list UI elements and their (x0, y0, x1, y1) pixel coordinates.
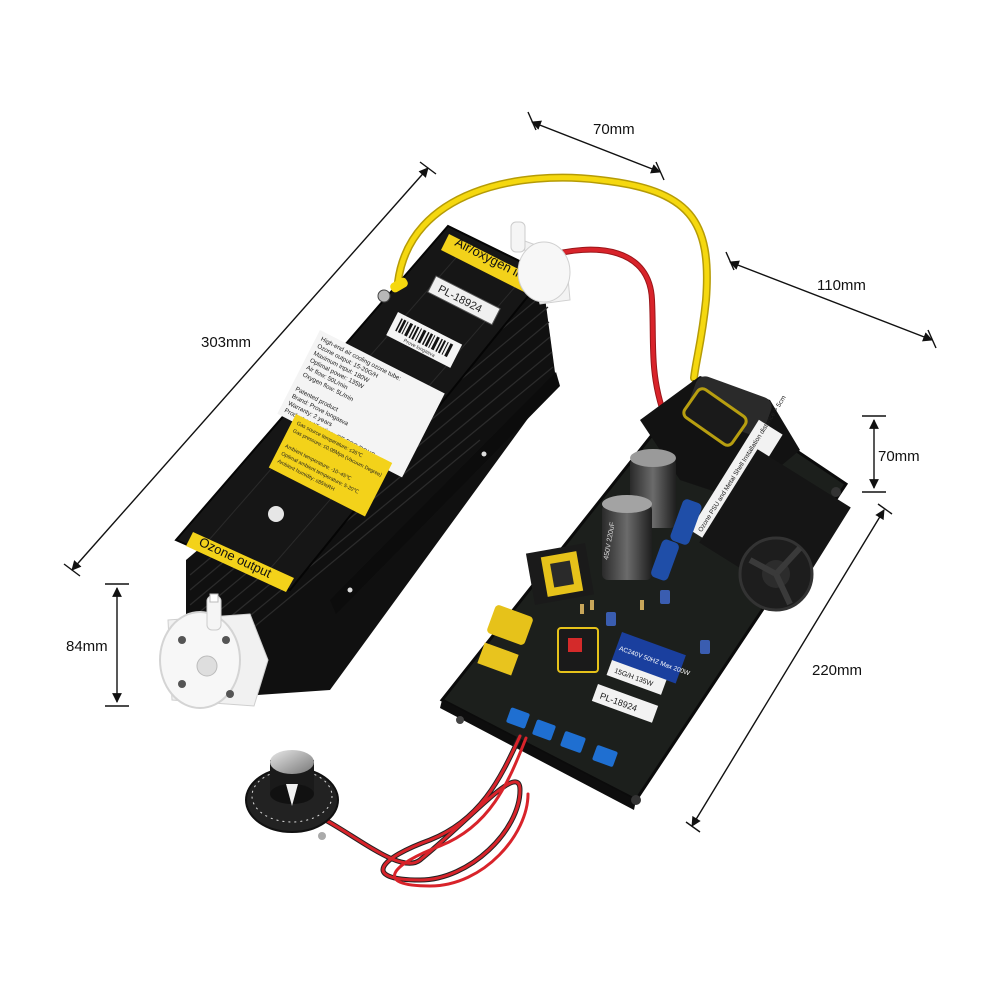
ozone-tube: Air/oxygen input PL-18924 Prove longasva (159, 221, 571, 709)
cooling-fan (699, 449, 851, 612)
capacitor-2: 450V 220uF (602, 495, 652, 580)
relay (487, 605, 533, 645)
dimension-lines (63, 111, 937, 833)
dim-line-board-length (691, 509, 885, 827)
ozone-output-cap (159, 593, 269, 709)
potentiometer-knob[interactable] (245, 750, 339, 840)
round-sticker (268, 506, 284, 522)
board-depth-label: 110mm (817, 277, 866, 294)
terminal-blocks (506, 707, 618, 767)
ground-screw (377, 289, 391, 303)
fuse (477, 642, 519, 676)
board-height-label: 70mm (878, 448, 920, 465)
small-transformer (525, 543, 595, 605)
air-input-cap (510, 221, 571, 305)
dim-line-tube-length (71, 167, 429, 571)
potentiometer-cable (307, 733, 530, 888)
tube-length-label: 303mm (201, 334, 252, 351)
hv-wires (394, 173, 711, 411)
power-supply-board: Ozone PSU and Metal Shell Installation d… (439, 376, 851, 810)
dim-line-board-width (531, 120, 661, 174)
tube-height-label: 84mm (66, 638, 108, 655)
dim-line-board-depth (729, 260, 933, 342)
board-length-label: 220mm (812, 662, 863, 679)
board-width-label: 70mm (593, 121, 635, 138)
barcode-sticker: Prove longasva (386, 312, 463, 368)
input-nozzle (510, 221, 526, 253)
output-nozzle (209, 593, 219, 603)
